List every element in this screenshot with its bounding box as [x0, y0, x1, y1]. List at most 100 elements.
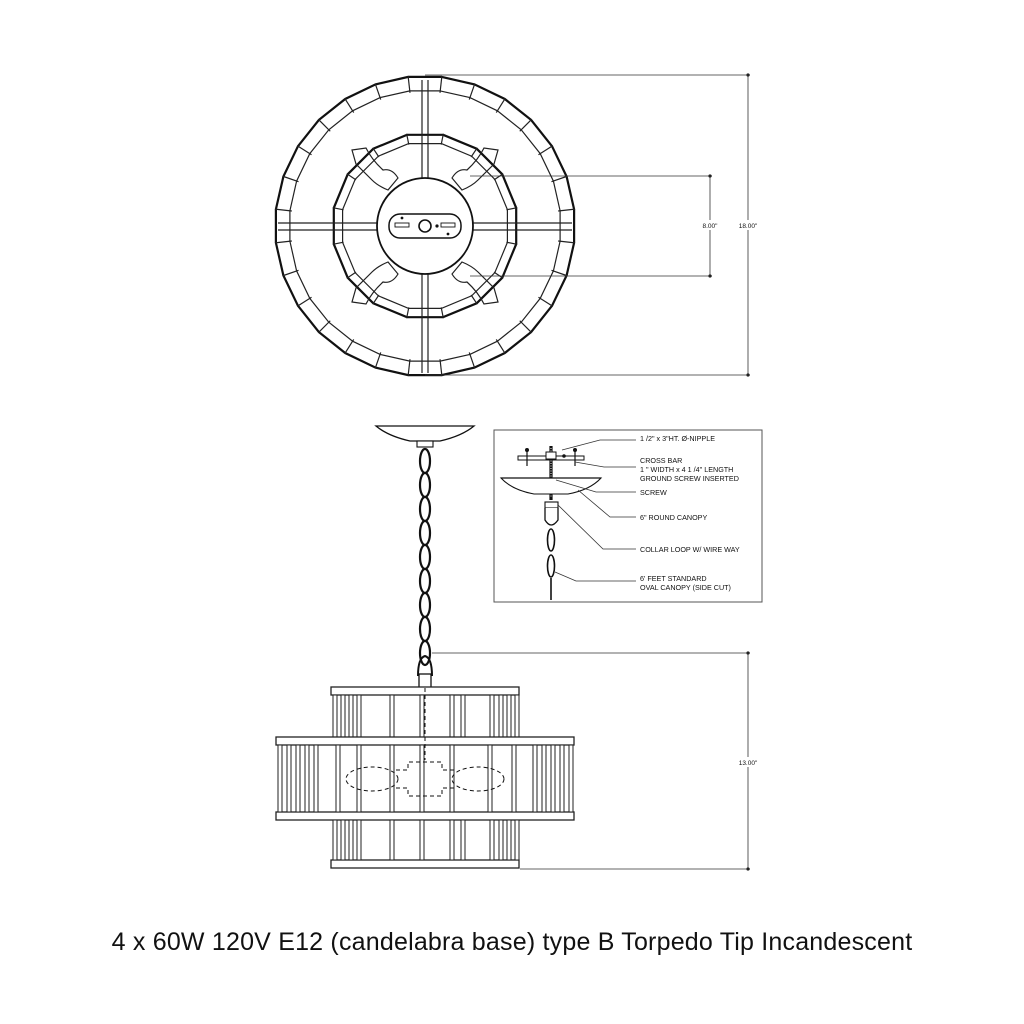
frame-rib: [296, 145, 312, 156]
middle-tier-bars: [277, 744, 574, 813]
frame-rib: [439, 75, 443, 93]
middle-tier-bottom-band: [275, 811, 575, 821]
note-ground-screw: GROUND SCREW INSERTED: [640, 474, 739, 483]
frame-struts: [278, 80, 572, 373]
frame-bar: [340, 694, 346, 738]
top-view-dimensions: 18.00" 8.00": [425, 73, 762, 377]
frame-bar: [419, 694, 425, 738]
frame-rib: [470, 147, 478, 158]
frame-rib: [493, 173, 504, 181]
frame-rib: [440, 307, 444, 319]
frame-bar: [449, 694, 455, 738]
frame-rib: [374, 352, 382, 369]
chain-link: [418, 567, 432, 595]
frame-rib: [332, 241, 344, 245]
frame-bar: [514, 819, 520, 861]
frame-bar: [498, 694, 504, 738]
frame-bar: [304, 744, 310, 813]
chain: [418, 447, 432, 667]
frame-bar: [460, 819, 466, 861]
frame-rib: [372, 147, 380, 158]
frame-bar: [487, 744, 493, 813]
note-cross-bar-size: 1 " WIDTH x 4 1 /4" LENGTH: [640, 465, 733, 474]
frame-bar: [506, 694, 512, 738]
frame-bar: [356, 819, 362, 861]
frame-bar: [295, 744, 301, 813]
frame-rib: [506, 241, 518, 245]
bulb-spec-caption: 4 x 60W 120V E12 (candelabra base) type …: [111, 928, 913, 956]
frame-rib: [519, 320, 533, 334]
frame-bar: [356, 694, 362, 738]
frame-rib: [470, 294, 478, 305]
frame-bar: [286, 744, 292, 813]
frame-bar: [389, 819, 395, 861]
frame-bar: [356, 744, 362, 813]
frame-bar: [460, 694, 466, 738]
frame-bar: [568, 744, 574, 813]
frame-rib: [282, 175, 299, 183]
frame-bar: [449, 819, 455, 861]
height-label: 13.00": [739, 760, 758, 767]
inner-frame-ribs: [332, 133, 518, 319]
frame-rib: [493, 271, 504, 279]
note-round-canopy: 6" ROUND CANOPY: [640, 513, 707, 522]
frame-bar: [348, 819, 354, 861]
frame-bar: [348, 694, 354, 738]
frame-rib: [495, 97, 506, 113]
note-chain-length: 6' FEET STANDARD: [640, 574, 707, 583]
frame-rib: [274, 240, 292, 244]
frame-bar: [332, 819, 338, 861]
frame-rib: [407, 359, 411, 377]
chain-link: [418, 495, 432, 523]
frame-bar: [332, 694, 338, 738]
frame-rib: [551, 175, 568, 183]
frame-rib: [495, 339, 506, 355]
candle-arms: [351, 147, 499, 305]
frame-rib: [317, 118, 331, 132]
inner-diameter-label: 8.00": [703, 223, 719, 230]
frame-bar: [489, 694, 495, 738]
note-cross-bar: CROSS BAR: [640, 456, 682, 465]
frame-rib: [346, 271, 357, 279]
frame-bar: [498, 819, 504, 861]
frame-rib: [344, 339, 355, 355]
chain-link: [418, 519, 432, 547]
frame-rib: [558, 208, 576, 212]
canopy-detail: 1 /2" x 3"HT. Ø-NIPPLE CROSS BAR 1 " WID…: [493, 429, 763, 603]
frame-bar: [277, 744, 283, 813]
height-dimension: 13.00": [432, 651, 762, 871]
note-collar-loop: COLLAR LOOP W/ WIRE WAY: [640, 545, 740, 554]
frame-bar: [511, 744, 517, 813]
lower-tier-bottom-band: [330, 859, 520, 869]
note-nipple: 1 /2" x 3"HT. Ø-NIPPLE: [640, 434, 715, 443]
frame-bar: [550, 744, 556, 813]
frame-rib: [519, 118, 533, 132]
frame-rib: [406, 307, 410, 319]
frame-rib: [407, 75, 411, 93]
note-screw: SCREW: [640, 488, 667, 497]
frame-rib: [346, 173, 357, 181]
ceiling-canopy: [374, 425, 476, 442]
frame-bar: [532, 744, 538, 813]
frame-bar: [335, 744, 341, 813]
frame-rib: [274, 208, 292, 212]
side-view: [275, 425, 575, 869]
frame-rib: [506, 207, 518, 211]
chain-link: [418, 543, 432, 571]
outer-diameter-label: 18.00": [739, 223, 758, 230]
chain-link: [418, 447, 432, 475]
frame-bar: [419, 819, 425, 861]
frame-rib: [558, 240, 576, 244]
note-oval-canopy: OVAL CANOPY (SIDE CUT): [640, 583, 731, 592]
frame-bar: [419, 744, 425, 813]
frame-rib: [332, 207, 344, 211]
frame-bar: [489, 819, 495, 861]
outer-frame-ribs: [274, 75, 576, 377]
frame-rib: [372, 294, 380, 305]
frame-rib: [344, 97, 355, 113]
frame-rib: [406, 133, 410, 145]
chain-link: [418, 639, 432, 667]
frame-rib: [439, 359, 443, 377]
frame-bar: [313, 744, 319, 813]
